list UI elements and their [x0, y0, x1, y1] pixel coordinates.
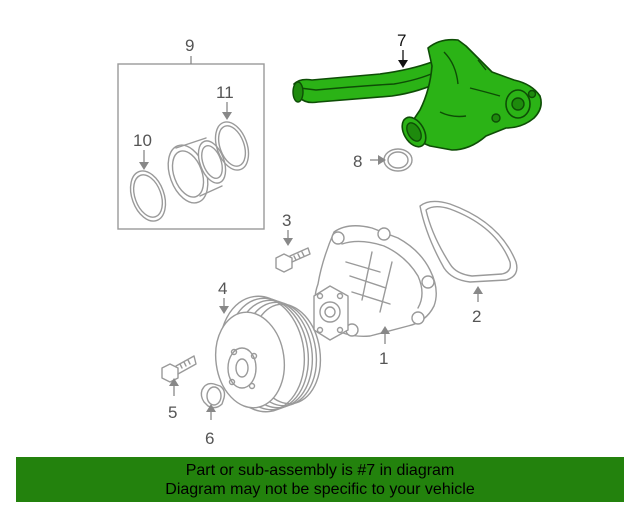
- part-10-seal-ring[interactable]: [124, 166, 172, 226]
- subassembly-9-group[interactable]: 9 10 11: [117, 36, 265, 230]
- part-2-gasket[interactable]: [419, 200, 518, 283]
- callout-4: 4: [218, 279, 227, 298]
- coupling-sleeve: [167, 137, 227, 204]
- part-6-cap[interactable]: [200, 382, 226, 409]
- part-5-bolt[interactable]: [161, 355, 197, 383]
- callout-9: 9: [185, 36, 194, 55]
- info-banner: Part or sub-assembly is #7 in diagram Di…: [16, 457, 624, 502]
- callout-10: 10: [133, 131, 152, 150]
- part-1-water-pump[interactable]: [313, 225, 437, 341]
- part-4-pulley[interactable]: [210, 291, 327, 418]
- part-3-bolt[interactable]: [275, 247, 311, 273]
- callout-3: 3: [282, 211, 291, 230]
- part-11-seal-ring[interactable]: [209, 117, 254, 174]
- part-8-clamp-ring[interactable]: [383, 148, 413, 172]
- callout-2: 2: [472, 307, 481, 326]
- callout-7: 7: [397, 31, 406, 50]
- callout-6: 6: [205, 429, 214, 448]
- banner-line-1: Part or sub-assembly is #7 in diagram: [185, 462, 455, 479]
- callout-1: 1: [379, 349, 388, 368]
- callout-8: 8: [353, 152, 362, 171]
- callout-11: 11: [216, 83, 234, 102]
- callout-5: 5: [168, 403, 177, 422]
- banner-line-2: Diagram may not be specific to your vehi…: [165, 481, 475, 498]
- part-7-water-outlet-pipe[interactable]: [292, 38, 542, 151]
